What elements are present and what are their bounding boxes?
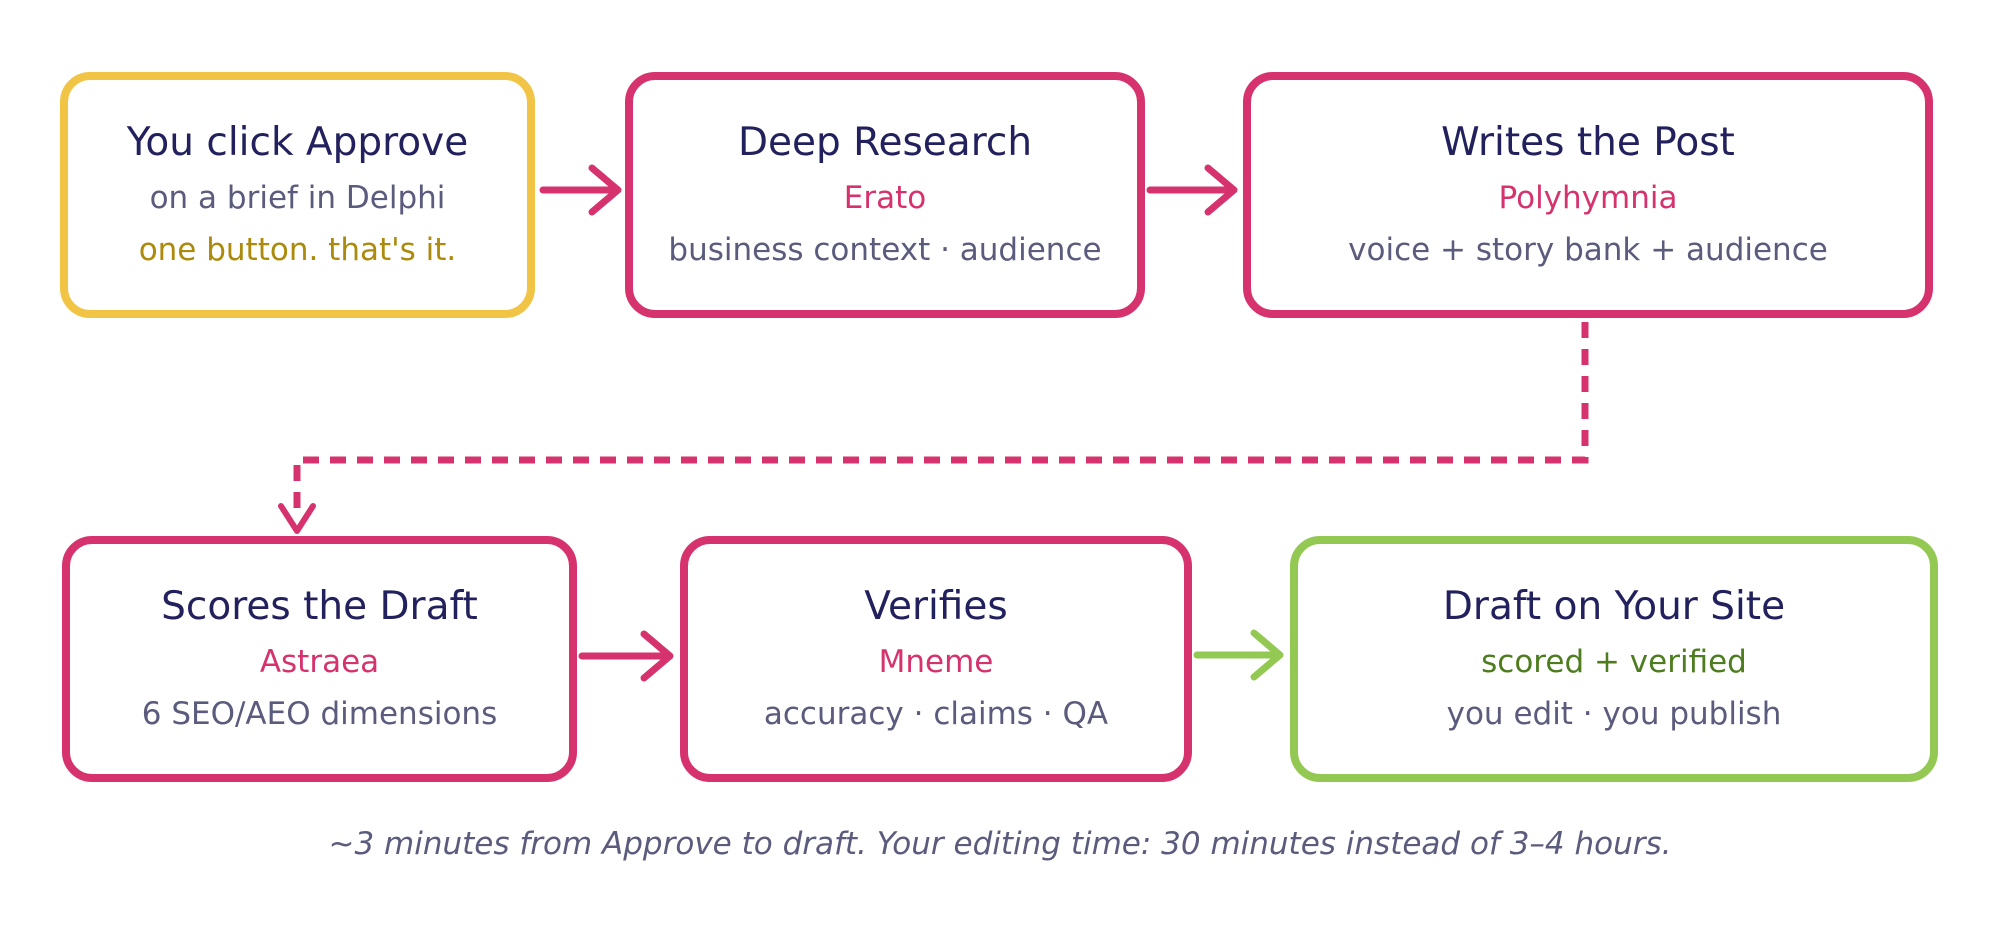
node-verifies: Verifies Mneme accuracy · claims · QA [680, 536, 1192, 782]
node-detail: on a brief in Delphi [149, 180, 446, 216]
arrow-research-to-writes [1146, 164, 1238, 216]
node-agent-name: Mneme [878, 644, 994, 680]
arrow-verifies-to-draft [1193, 629, 1284, 681]
node-title: Verifies [864, 584, 1008, 629]
node-title: Draft on Your Site [1442, 584, 1786, 629]
node-agent-name: Polyhymnia [1498, 180, 1678, 216]
node-deep-research: Deep Research Erato business context · a… [625, 72, 1145, 318]
node-detail: voice + story bank + audience [1348, 232, 1828, 268]
dashed-connector-writes-to-scores [278, 322, 1589, 534]
node-note: one button. that's it. [138, 232, 457, 268]
node-detail: business context · audience [668, 232, 1102, 268]
node-title: Scores the Draft [161, 584, 478, 629]
node-detail: 6 SEO/AEO dimensions [141, 696, 498, 732]
node-status: scored + verified [1481, 644, 1747, 680]
node-detail: you edit · you publish [1446, 696, 1782, 732]
node-writes-the-post: Writes the Post Polyhymnia voice + story… [1243, 72, 1933, 318]
node-draft-on-your-site: Draft on Your Site scored + verified you… [1290, 536, 1938, 782]
node-title: Deep Research [737, 120, 1033, 165]
diagram-caption: ~3 minutes from Approve to draft. Your e… [328, 826, 1672, 862]
node-title: You click Approve [126, 120, 469, 165]
node-agent-name: Erato [843, 180, 927, 216]
arrow-scores-to-verifies [578, 630, 674, 682]
node-title: Writes the Post [1441, 120, 1735, 165]
node-scores-the-draft: Scores the Draft Astraea 6 SEO/AEO dimen… [62, 536, 577, 782]
node-agent-name: Astraea [259, 644, 380, 680]
node-detail: accuracy · claims · QA [763, 696, 1109, 732]
node-you-click-approve: You click Approve on a brief in Delphi o… [60, 72, 535, 318]
arrow-approve-to-research [539, 164, 622, 216]
